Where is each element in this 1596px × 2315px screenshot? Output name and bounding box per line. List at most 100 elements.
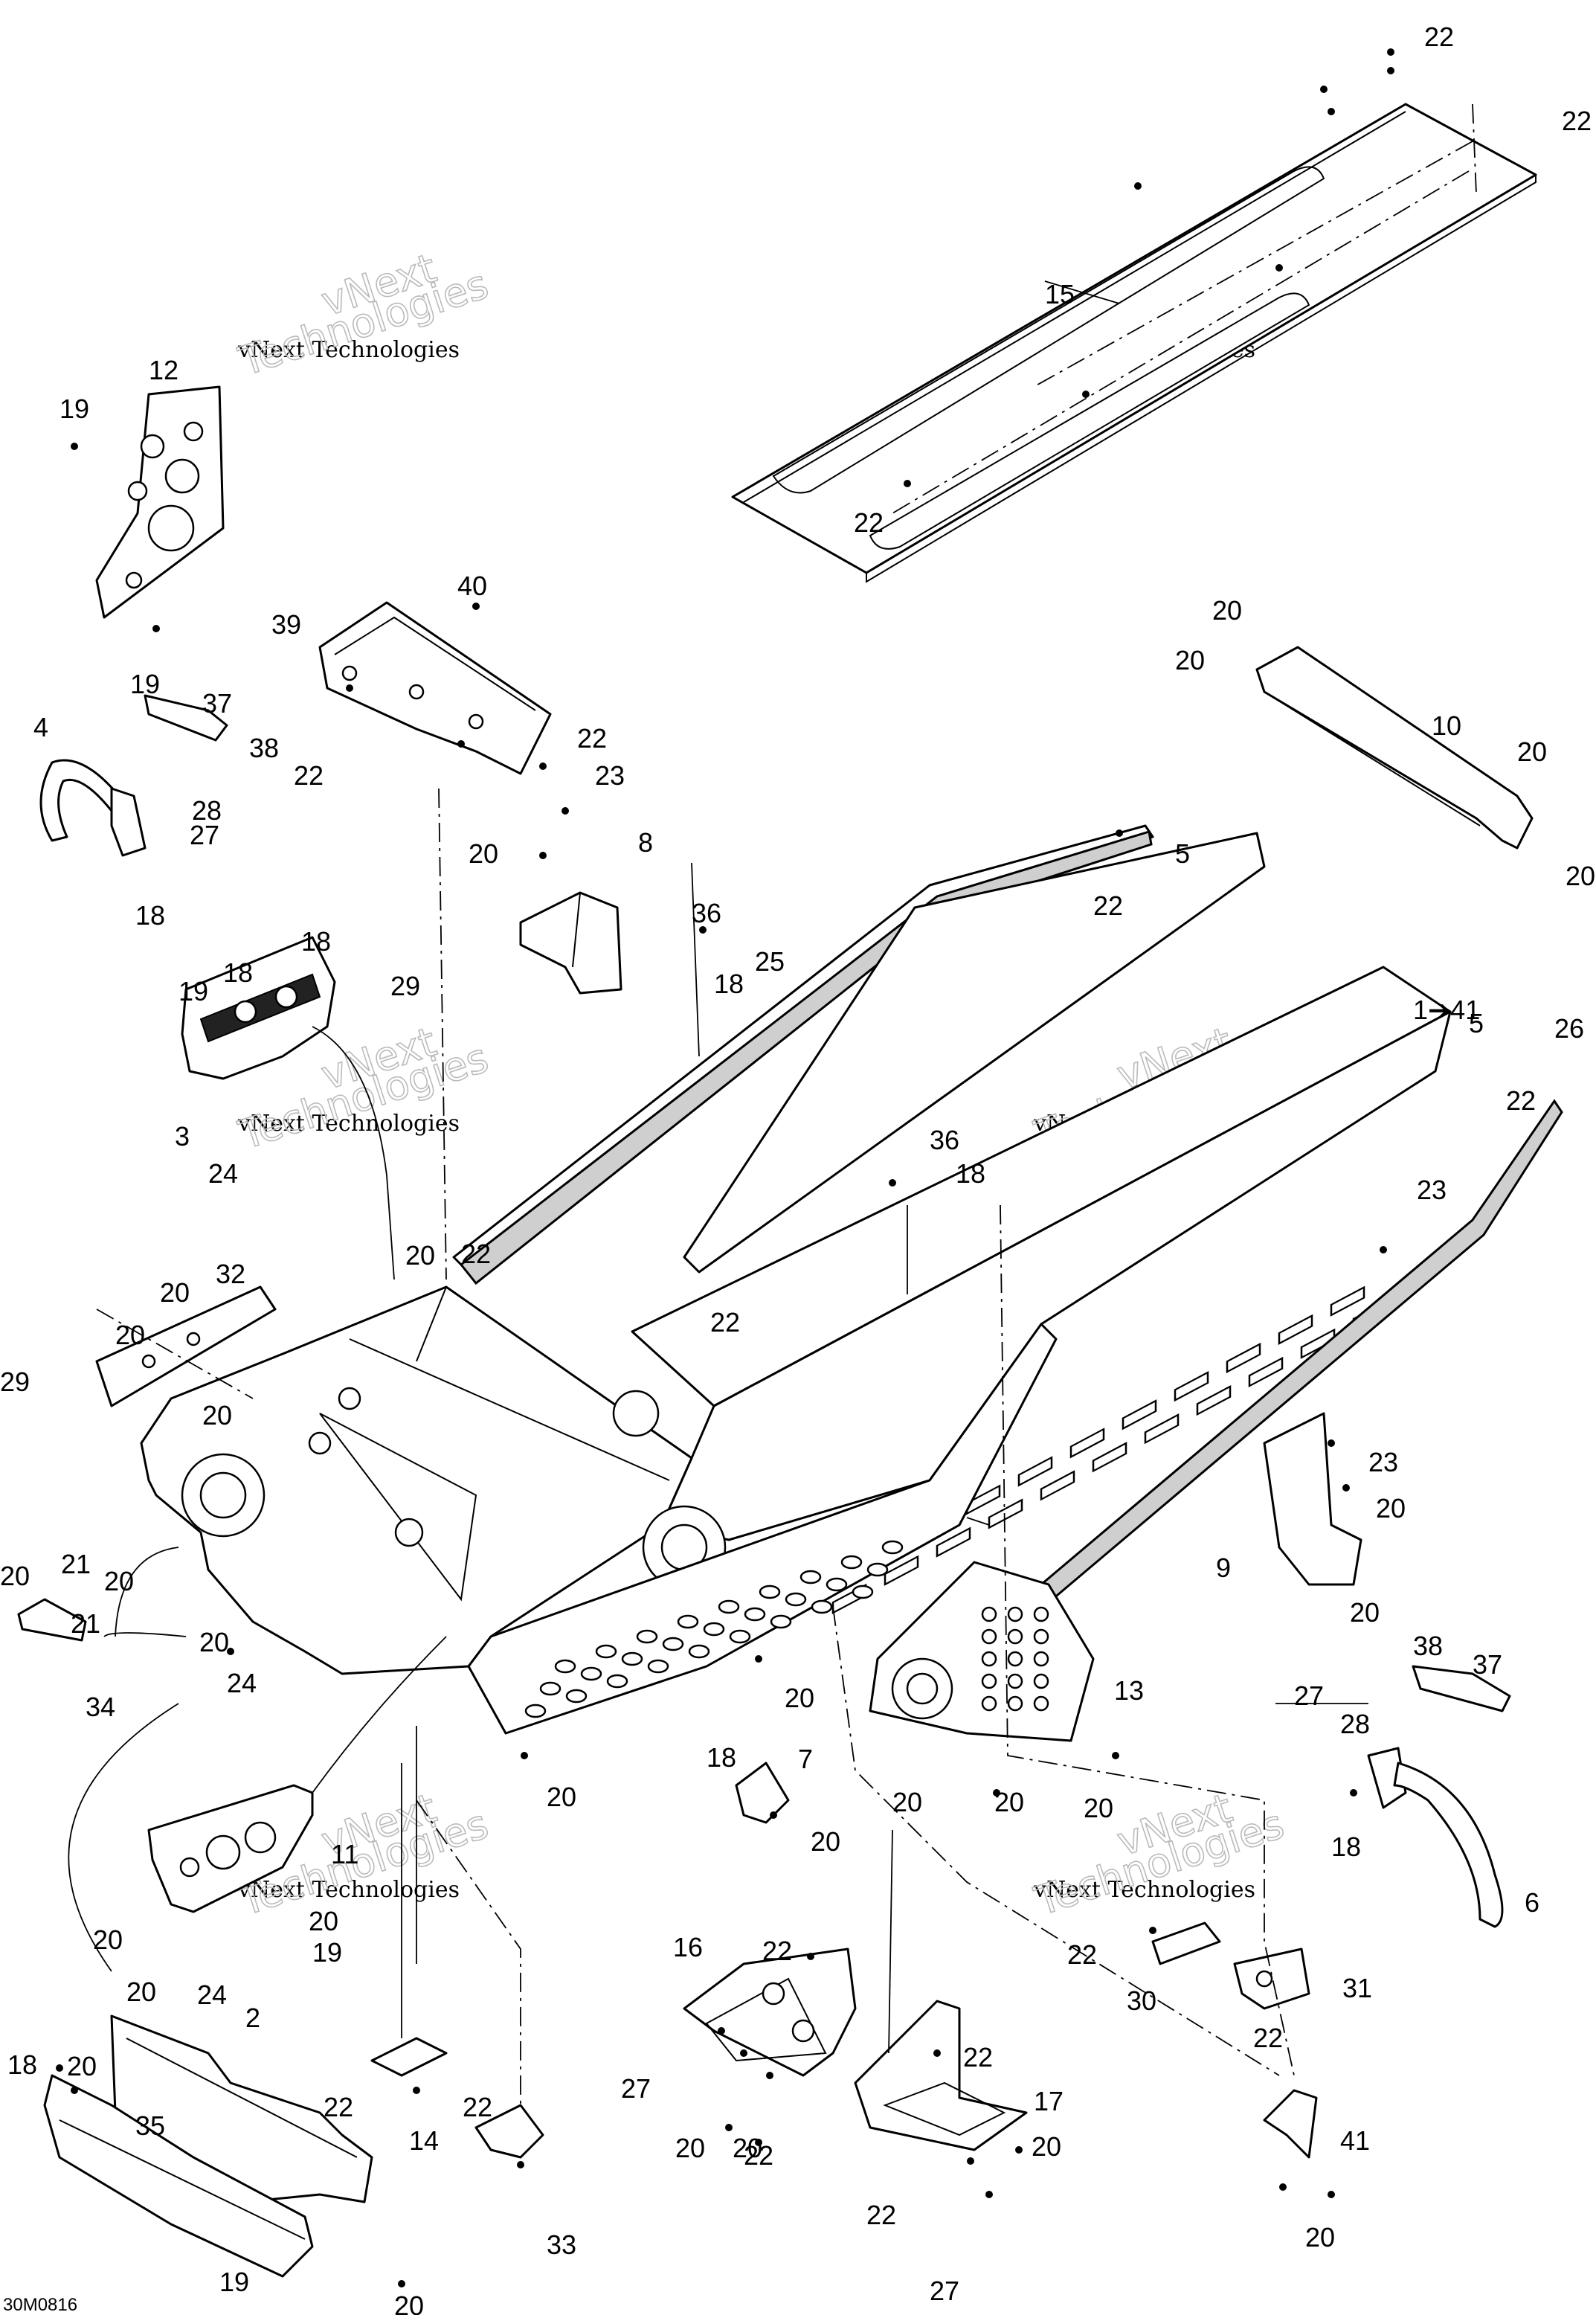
callout-22: 22 [854, 507, 884, 538]
callout-20: 20 [469, 838, 498, 869]
handle-37 [144, 694, 228, 742]
callout-23: 23 [595, 760, 625, 791]
callout-3: 3 [175, 1121, 190, 1152]
callout-10: 10 [1432, 710, 1461, 741]
callout-17: 17 [1034, 2086, 1064, 2116]
callout-39: 39 [271, 609, 301, 640]
bracket-14 [370, 2037, 448, 2077]
callout-20: 20 [405, 1240, 435, 1271]
callout-22: 22 [461, 1239, 491, 1269]
callout-20: 20 [104, 1566, 134, 1596]
callout-40: 40 [457, 571, 487, 601]
bracket-3 [181, 936, 336, 1080]
callout-2: 2 [245, 2003, 260, 2033]
bracket-16 [683, 1948, 857, 2077]
callout-18: 18 [714, 969, 744, 999]
callout-22: 22 [324, 2092, 353, 2122]
callout-19: 19 [312, 1937, 342, 1968]
callout-8: 8 [638, 827, 653, 858]
callout-27: 27 [1294, 1680, 1324, 1711]
callout-36: 36 [930, 1125, 959, 1155]
callout-24: 24 [197, 1980, 227, 2010]
callout-20: 20 [1032, 2131, 1061, 2162]
callout-22: 22 [710, 1307, 740, 1338]
callout-22: 22 [1562, 106, 1592, 136]
callout-20: 20 [309, 1906, 338, 1936]
callout-19: 19 [130, 669, 160, 699]
bracket-11 [147, 1784, 314, 1913]
callout-20: 20 [126, 1977, 156, 2007]
drawing-code: 30M0816 [3, 2295, 77, 2315]
callout-22: 22 [1424, 22, 1454, 52]
callout-5: 5 [1175, 838, 1190, 869]
callout-34: 34 [86, 1692, 115, 1722]
callout-20: 20 [199, 1627, 229, 1657]
handle-37-right [1412, 1665, 1511, 1712]
callout-15: 15 [1045, 279, 1075, 309]
callout-22: 22 [1093, 890, 1123, 921]
callout-20: 20 [733, 2133, 762, 2163]
watermark-text: vNext Technologies [237, 1877, 460, 1903]
callout-11: 11 [331, 1839, 358, 1869]
handle-4 [39, 759, 147, 857]
callout-28: 28 [192, 795, 222, 826]
callout-20: 20 [160, 1277, 190, 1308]
callout-33: 33 [547, 2229, 576, 2260]
callout-20: 20 [115, 1320, 145, 1350]
bracket-8 [519, 891, 622, 995]
bracket-30 [1151, 1921, 1221, 1965]
crossmember-39 [318, 601, 552, 775]
callout-22: 22 [1253, 2023, 1283, 2053]
callout-20: 20 [811, 1826, 840, 1857]
callout-22: 22 [744, 2140, 773, 2171]
callout-12: 12 [149, 355, 178, 385]
leader-lines [68, 103, 1477, 2105]
callout-13: 13 [1114, 1675, 1144, 1706]
callout-27: 27 [190, 820, 219, 850]
callout-14: 14 [409, 2125, 439, 2156]
callout-24: 24 [208, 1158, 238, 1189]
bracket-17 [854, 2000, 1028, 2151]
callout-141: 1➔41 [1413, 995, 1480, 1025]
watermark-text: vNext Technologies [1033, 1877, 1255, 1903]
callout-18: 18 [135, 900, 165, 931]
callout-18: 18 [301, 926, 331, 957]
callout-19: 19 [178, 976, 208, 1006]
callout-22: 22 [963, 2042, 993, 2072]
callout-31: 31 [1342, 1973, 1372, 2003]
callout-20: 20 [994, 1787, 1024, 1817]
callout-18: 18 [1331, 1831, 1361, 1862]
plate-10 [1255, 646, 1534, 850]
callout-27: 27 [930, 2276, 959, 2306]
callout-26: 26 [1554, 1013, 1584, 1044]
callout-7: 7 [798, 1744, 813, 1774]
callout-20: 20 [0, 1561, 30, 1591]
callout-21: 21 [71, 1608, 100, 1639]
callout-22: 22 [1067, 1939, 1097, 1970]
callout-18: 18 [223, 957, 253, 988]
watermark-text: vNext Technologies [237, 337, 460, 363]
fastener-dots [56, 48, 1394, 2287]
callout-20: 20 [1305, 2222, 1335, 2253]
callout-18: 18 [7, 2049, 37, 2080]
callout-20: 20 [892, 1787, 922, 1817]
bracket-33 [474, 2104, 544, 2159]
callout-29: 29 [0, 1367, 30, 1397]
callout-9: 9 [1216, 1553, 1231, 1583]
callout-24: 24 [227, 1668, 257, 1698]
callout-22: 22 [1506, 1085, 1536, 1116]
callout-22: 22 [762, 1936, 792, 1966]
callout-23: 23 [1368, 1447, 1398, 1477]
callout-37: 37 [1473, 1649, 1502, 1680]
bracket-13 [869, 1561, 1095, 1742]
callout-4: 4 [33, 712, 48, 742]
callout-20: 20 [1212, 595, 1242, 626]
callout-20: 20 [547, 1782, 576, 1812]
callout-20: 20 [1376, 1493, 1406, 1523]
callout-20: 20 [67, 2051, 97, 2081]
callout-36: 36 [692, 898, 721, 928]
callout-38: 38 [249, 733, 279, 763]
bracket-7 [735, 1762, 790, 1824]
callout-6: 6 [1525, 1887, 1539, 1918]
